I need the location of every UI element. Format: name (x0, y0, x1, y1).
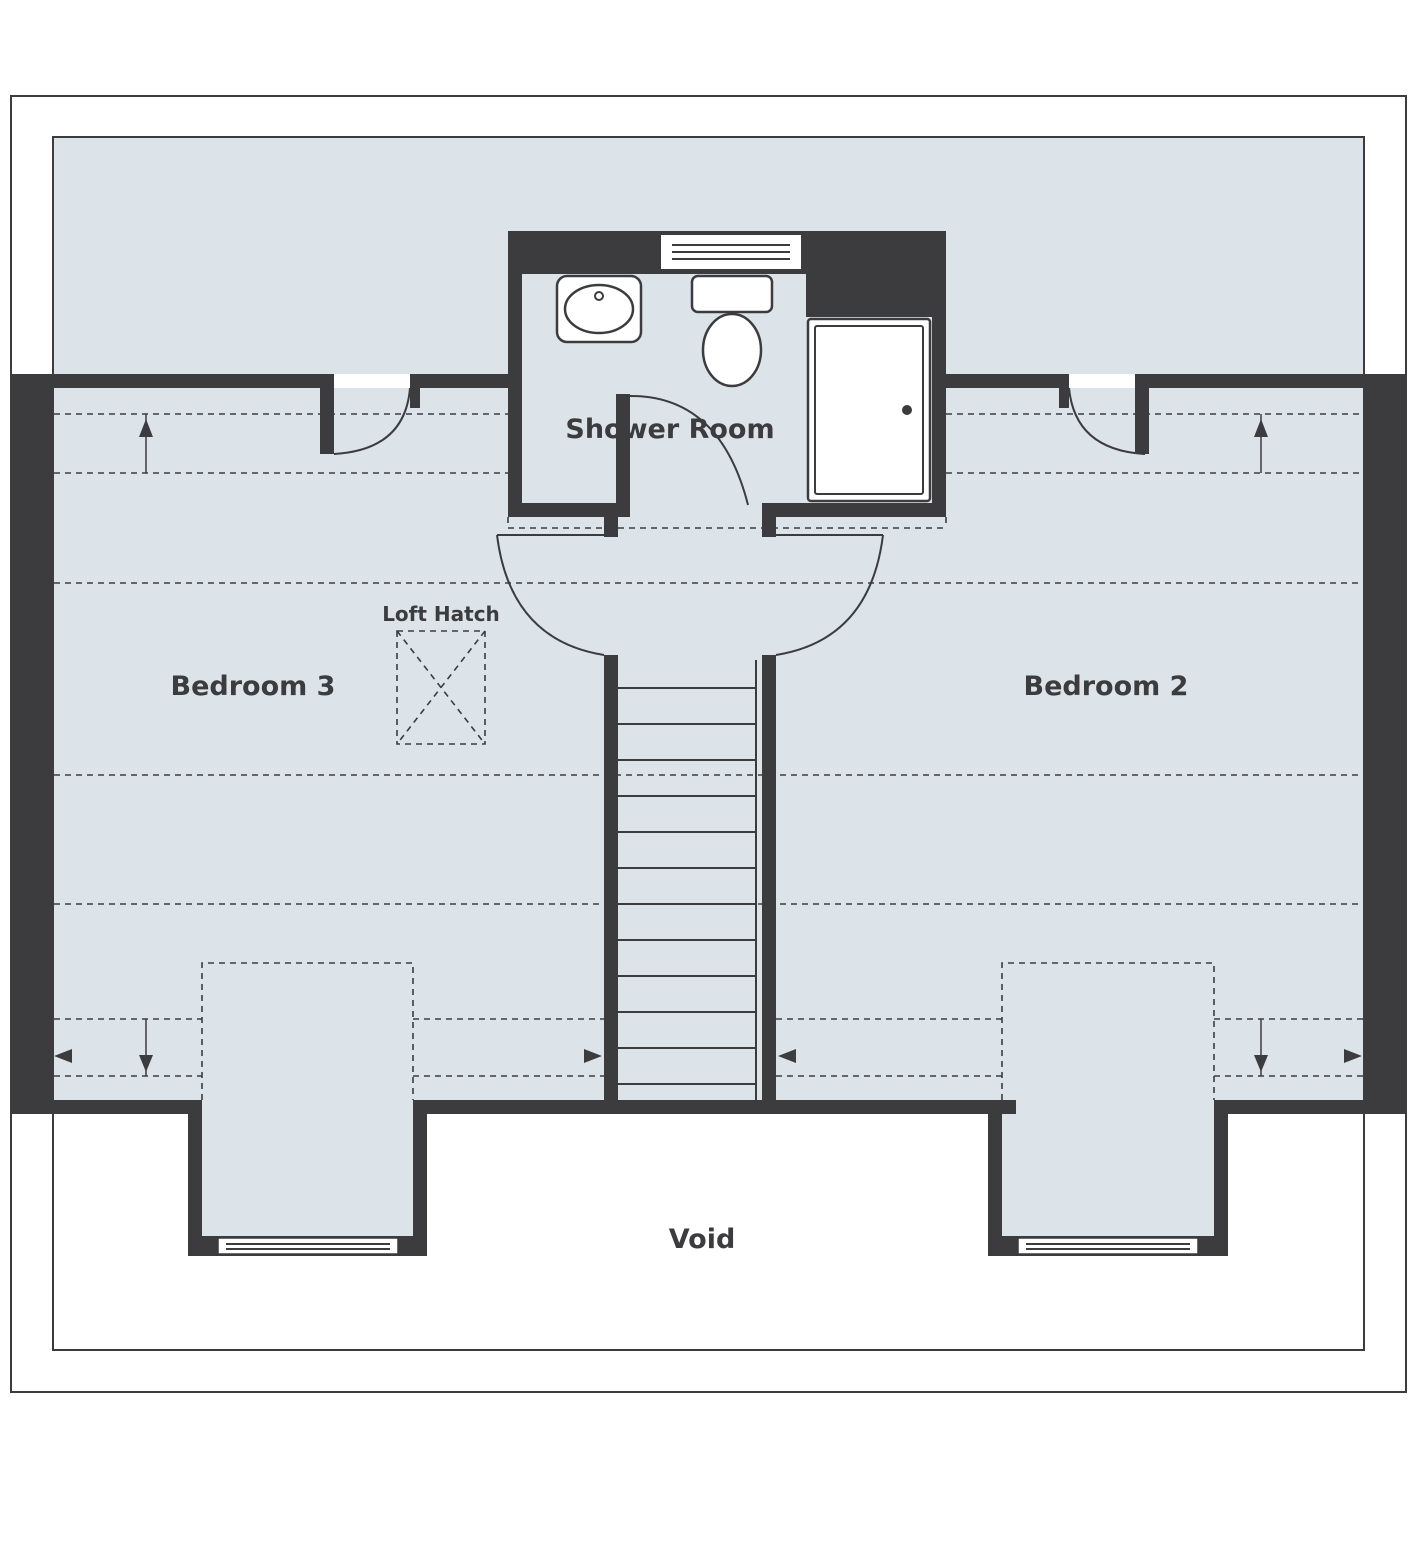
dormer-left-wall-l (188, 1100, 202, 1256)
shower-floor-c (630, 394, 762, 517)
label-bedroom-3: Bedroom 3 (171, 671, 336, 702)
bedroom3-door-swing (333, 387, 411, 455)
measurement-arrows (54, 414, 1362, 1076)
toilet-icon (690, 274, 774, 314)
wall-top-left-d (410, 374, 420, 408)
wall-top-right-b (1059, 374, 1069, 408)
wall-top-right-c (1145, 374, 1363, 388)
shower-wall-bottom-left (508, 503, 630, 517)
window-dormer-right (1017, 1237, 1199, 1255)
shower-wall-bottom-right (762, 503, 946, 517)
wall-bottom-right (1214, 1100, 1406, 1114)
shower-wall-right (932, 231, 946, 517)
label-bedroom-2: Bedroom 2 (1024, 671, 1189, 702)
shower-tray-icon (806, 317, 932, 503)
stair-wall-left (604, 655, 618, 1114)
dormer-right-wall-l (988, 1100, 1002, 1256)
landing-stub-left (604, 517, 618, 537)
wall-top-left-b (320, 374, 334, 454)
dormer-right-wall-r (1214, 1100, 1228, 1256)
loft-hatch-icon (396, 630, 486, 745)
shower-door-jamb-left (616, 394, 630, 504)
wall-bottom-left (11, 1100, 202, 1114)
wall-top-right-a (945, 374, 1069, 388)
dormer-left-wall-r (413, 1100, 427, 1256)
dormer-left-floor (202, 1100, 413, 1236)
landing-stub-right (762, 517, 776, 537)
wall-left (11, 374, 54, 1114)
stair-wall-right (762, 655, 776, 1114)
shower-cupboard (806, 231, 946, 317)
shower-wall-left (508, 231, 522, 517)
dormer-right-floor (1002, 1100, 1214, 1236)
wall-top-right-d (1135, 374, 1149, 454)
label-void: Void (669, 1224, 736, 1255)
bedroom2-door-swing (1068, 387, 1146, 455)
wall-top-left-c (410, 374, 508, 388)
label-shower-room: Shower Room (565, 414, 774, 445)
wall-top-left-a (54, 374, 334, 388)
staircase (618, 687, 756, 1085)
shower-drain-icon (902, 405, 912, 415)
wall-bottom-middle (413, 1100, 1016, 1114)
landing-curve (496, 534, 605, 656)
shower-door-swing (628, 394, 749, 506)
window-dormer-left (217, 1237, 399, 1255)
wall-right (1363, 374, 1406, 1114)
reduced-height-lines (54, 413, 1363, 1100)
label-loft-hatch: Loft Hatch (382, 602, 500, 626)
